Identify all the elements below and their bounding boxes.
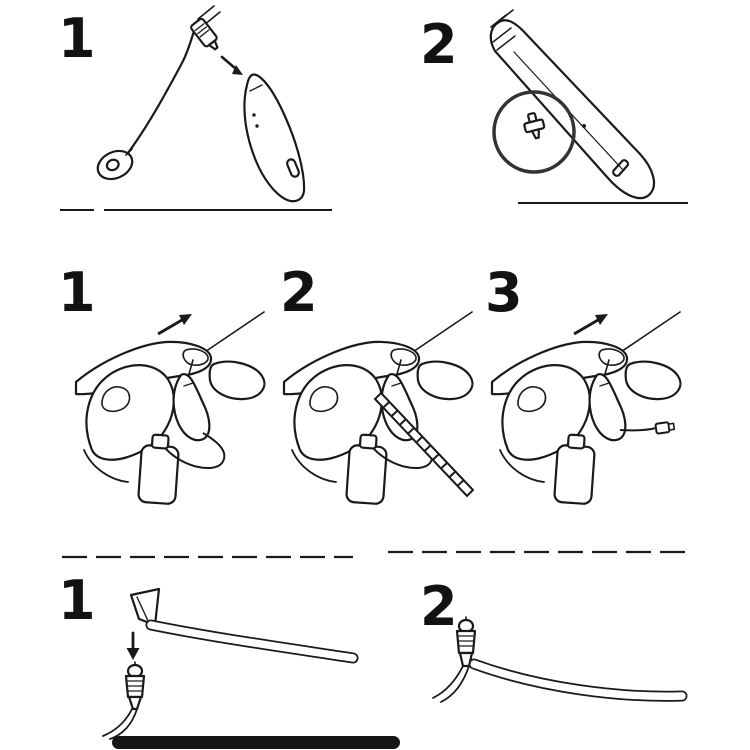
cleaning-tool	[373, 391, 475, 498]
connector-wire	[440, 665, 470, 703]
connector	[102, 661, 146, 740]
hand-hold-step2-illustration	[282, 310, 475, 506]
tube-flat-end	[129, 587, 161, 627]
step-number: 2	[420, 13, 458, 76]
connector	[432, 616, 477, 703]
arrow-down-icon	[126, 631, 140, 660]
connector-wire	[432, 665, 464, 699]
hearing-aid-body	[243, 73, 306, 203]
tube	[470, 660, 686, 700]
step-number: 1	[58, 7, 96, 70]
arrow-icon	[573, 314, 608, 336]
hearing-aid-body	[489, 19, 656, 200]
arrow-icon	[157, 314, 192, 336]
receiver-wire	[165, 432, 226, 470]
step-number: 2	[420, 575, 458, 638]
battery-slot	[286, 158, 300, 178]
wire-connector-plug	[654, 421, 676, 435]
ear-dome	[96, 149, 134, 181]
divider-line-right	[518, 202, 688, 204]
receiver-wire	[126, 23, 198, 155]
hand-hold-step1-illustration	[74, 310, 266, 506]
tube-connector-step1-illustration	[102, 587, 359, 740]
dashed-divider	[62, 550, 686, 559]
tube-connector-step2-illustration	[432, 616, 688, 703]
arrow-icon	[220, 55, 243, 75]
divider-line-left	[60, 209, 332, 211]
battery-slot	[612, 159, 630, 177]
step-number: 2	[280, 261, 318, 324]
connector-wire	[102, 708, 133, 737]
tube	[147, 621, 357, 662]
connector-wire	[109, 708, 138, 740]
wire-connector-plug	[190, 17, 219, 51]
step-number: 1	[58, 261, 96, 324]
receiver-wire-free	[619, 427, 657, 432]
device-detail-illustration	[489, 9, 656, 200]
step-number: 3	[485, 261, 523, 324]
hand-hold-step3-illustration	[490, 310, 682, 506]
footer-bar	[112, 736, 400, 749]
push-button	[523, 112, 546, 140]
detail-circle	[492, 90, 576, 174]
attach-receiver-illustration	[96, 5, 306, 203]
step-number: 1	[58, 569, 96, 632]
